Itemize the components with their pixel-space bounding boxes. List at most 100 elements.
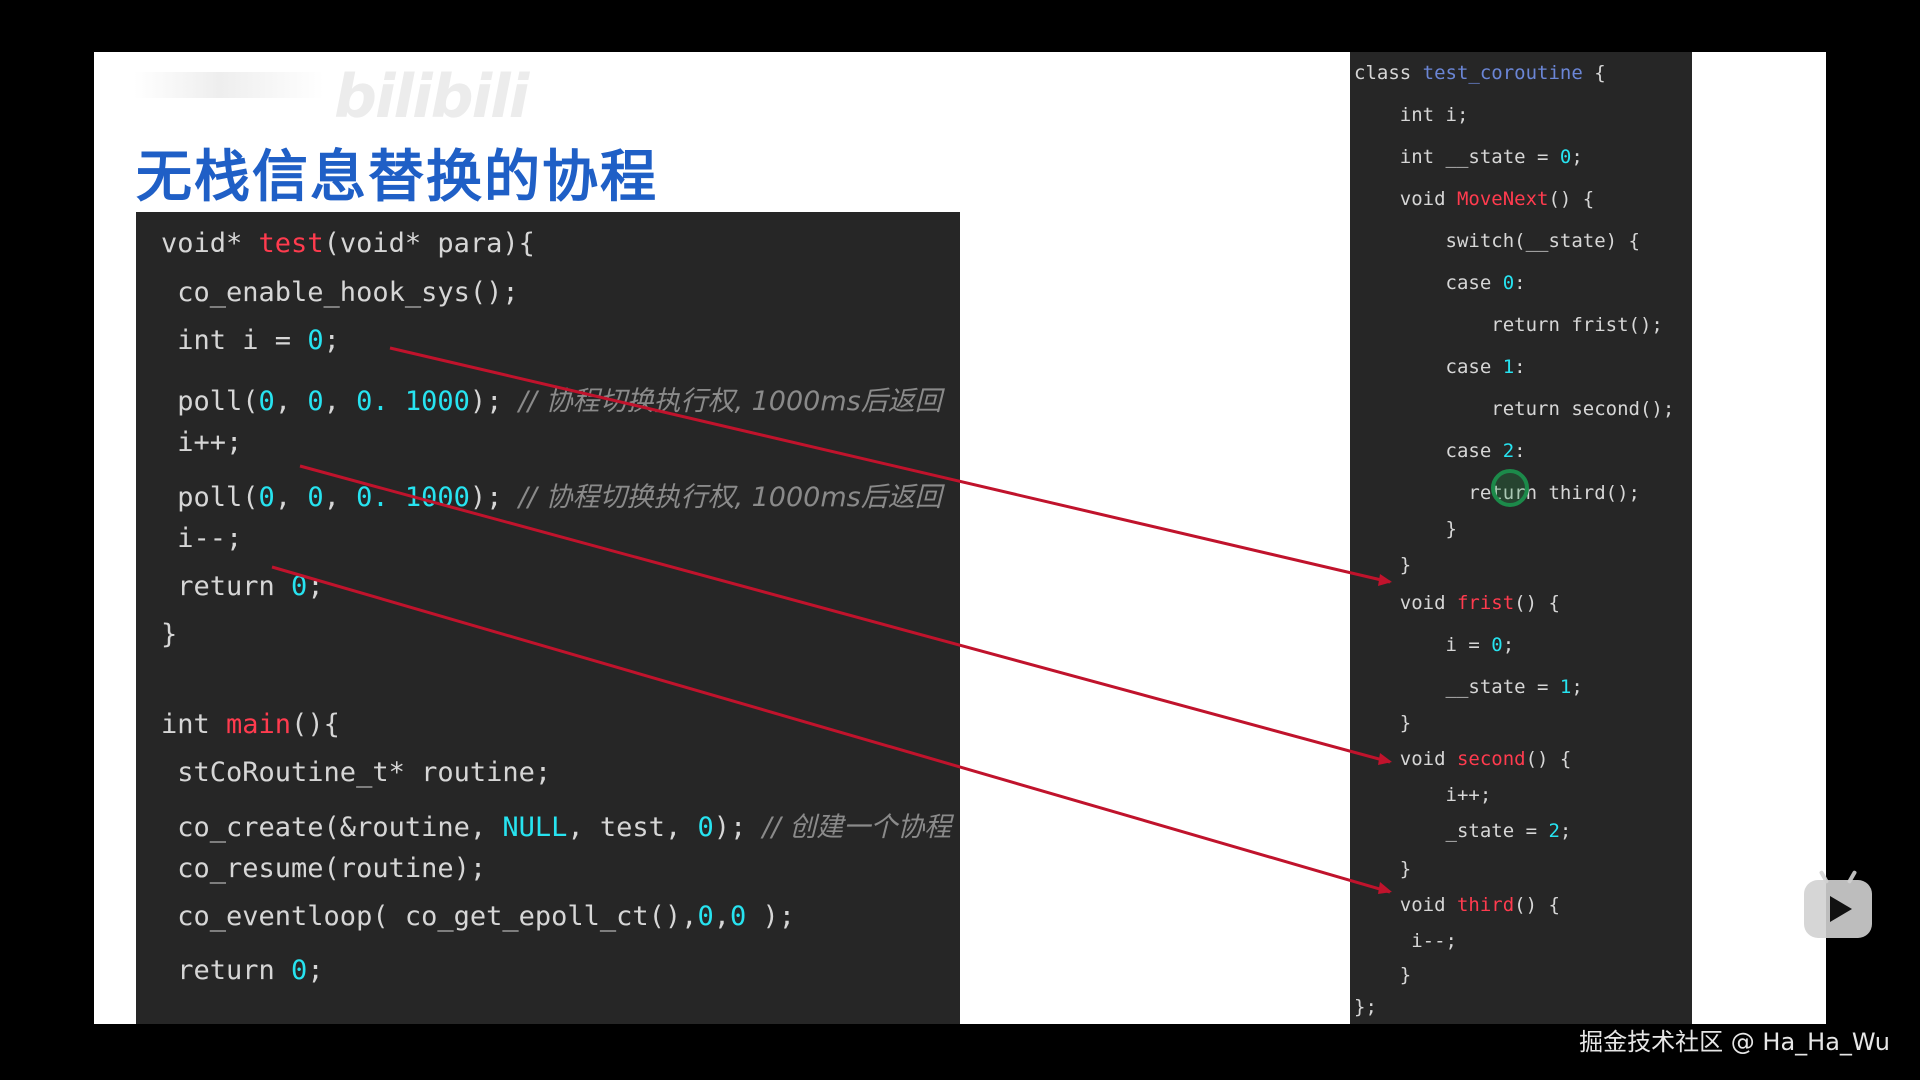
code-line: void third() { [1354,894,1560,916]
code-line: } [1354,554,1411,576]
code-token: main [226,709,292,740]
code-token: ); [469,482,519,513]
left-code-panel: void* test(void* para){ co_enable_hook_s… [136,212,960,1024]
code-token: 0 [697,812,714,843]
code-line: void* test(void* para){ [161,228,535,259]
code-line: int main(){ [161,709,340,740]
code-token: () { [1514,894,1560,916]
code-line: } [161,619,177,650]
code-token: } [1354,858,1412,880]
code-token: 0 [729,901,747,932]
code-token: } [1354,964,1412,986]
cursor-ring-icon [1491,469,1529,507]
code-token: case [1354,272,1503,294]
code-token: int i; [1354,104,1469,126]
code-token: } [1354,712,1412,734]
code-token: 2 [1502,440,1515,462]
code-token: ); [713,812,763,843]
code-token: third [1456,894,1515,916]
play-triangle-icon [1830,896,1852,922]
code-token: // 创建一个协程 [762,812,952,843]
code-line: } [1354,858,1411,880]
code-line: } [1354,518,1457,540]
code-line: co_eventloop( co_get_epoll_ct(),0,0 ); [161,901,795,932]
code-token: } [1354,554,1412,576]
code-token: // 协程切换执行权, 1000ms后返回 [518,386,942,417]
code-token: () { [1514,592,1560,614]
code-line: int i; [1354,104,1469,126]
code-token: int i = [161,325,308,356]
code-token: frist [1456,592,1515,614]
code-token: return [161,571,292,602]
code-token: ; [307,955,324,986]
code-token: }; [1354,996,1377,1018]
code-token: void [1354,748,1457,770]
code-line: void MoveNext() { [1354,188,1594,210]
code-token: ; [1502,634,1515,656]
code-token: 0 [307,386,324,417]
code-token: 0. 1000 [356,386,470,417]
faint-header-text [134,72,324,98]
code-line: i--; [161,523,242,554]
code-token: void [1354,894,1457,916]
code-token: i = [1354,634,1492,656]
code-token: ; [1571,676,1583,698]
code-token: return [161,955,292,986]
code-token: } [1354,518,1457,540]
code-token: i--; [161,523,243,554]
code-token: () { [1525,748,1572,770]
code-token: test_coroutine [1422,62,1583,84]
code-token: return frist(); [1354,314,1663,336]
code-line: switch(__state) { [1354,230,1640,252]
code-token: co_resume(routine); [161,853,487,884]
code-token: NULL [502,812,568,843]
code-token: poll( [161,386,259,417]
code-token: // 协程切换执行权, 1000ms后返回 [518,482,942,513]
code-line: case 1: [1354,356,1526,378]
code-line: return 0; [161,955,324,986]
code-token: 2 [1548,820,1560,842]
code-token: 0 [1502,272,1515,294]
bilibili-play-icon[interactable] [1804,869,1872,938]
code-line: poll(0, 0, 0. 1000); // 协程切换执行权, 1000ms后… [161,475,942,514]
code-token: case [1354,356,1503,378]
code-token: __state = [1354,676,1560,698]
code-line: co_create(&routine, NULL, test, 0); // 创… [161,805,951,844]
code-token: test [258,228,324,259]
code-token: void [1354,592,1457,614]
code-token: ; [1559,820,1572,842]
presentation-slide: bilibili 无栈信息替换的协程 void* test(void* para… [94,52,1826,1024]
code-line: } [1354,964,1411,986]
code-token: ); [469,386,519,417]
code-token: (void* para){ [323,228,535,259]
watermark-text: 掘金技术社区 @ Ha_Ha_Wu [1579,1028,1890,1056]
code-token: 0 [307,482,324,513]
code-line: void second() { [1354,748,1572,770]
code-line: poll(0, 0, 0. 1000); // 协程切换执行权, 1000ms后… [161,379,942,418]
code-token: , test, [567,812,698,843]
code-line: return second(); [1354,398,1674,420]
code-token: , [323,482,357,513]
code-line: } [1354,712,1411,734]
code-token: ; [1571,146,1583,168]
code-token: co_enable_hook_sys(); [161,277,519,308]
code-token: 1 [1559,676,1572,698]
code-token: 0 [291,955,308,986]
code-token: { [1582,62,1606,84]
right-code-panel: class test_coroutine { int i; int __stat… [1350,52,1692,1024]
code-token: , [713,901,730,932]
code-token: return second(); [1354,398,1675,420]
code-line: i++; [1354,784,1492,806]
code-line: __state = 1; [1354,676,1583,698]
code-line: co_enable_hook_sys(); [161,277,519,308]
code-token: int __state = [1354,146,1560,168]
code-token: , [274,386,308,417]
code-line: i = 0; [1354,634,1515,656]
bilibili-logo: bilibili [334,62,529,132]
code-token: case [1354,440,1503,462]
code-token: , [323,386,357,417]
code-token: i++; [161,427,243,458]
code-token: } [161,619,178,650]
code-token: 0 [258,482,275,513]
code-line: class test_coroutine { [1354,62,1606,84]
